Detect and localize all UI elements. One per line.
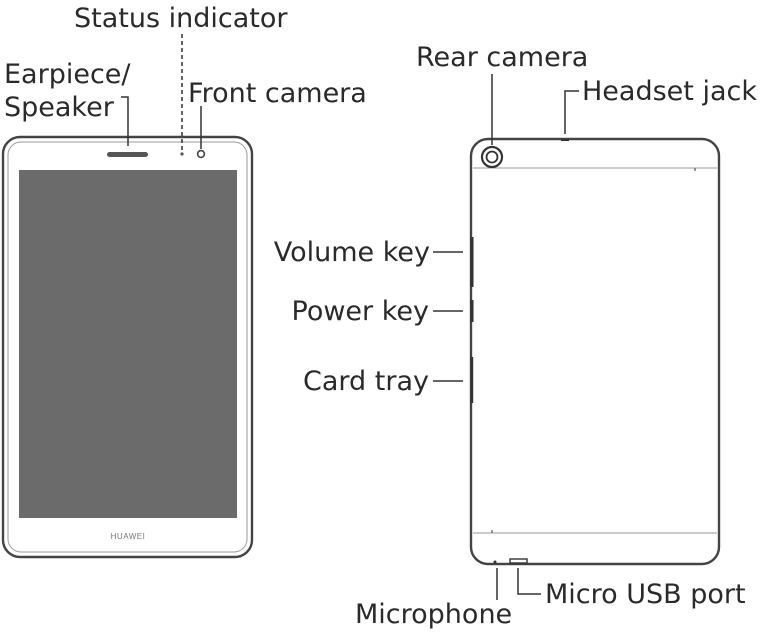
rear-view: Rear camera Headset jack Volume key Powe… [274,42,758,630]
microphone-hole [493,560,497,564]
brand-logo-text: HUAWEI [111,532,146,541]
status-indicator-dot [180,152,184,156]
rear-camera-lens [485,150,499,164]
micro-usb-label: Micro USB port [545,579,746,610]
card-tray-label: Card tray [303,366,429,397]
front-camera-label: Front camera [188,78,367,109]
micro-usb-leader [517,568,541,595]
power-key-label: Power key [292,296,430,327]
rear-camera-ring [480,145,504,169]
headset-jack-leader [564,90,579,134]
microphone-label: Microphone [355,599,512,630]
headset-jack-label: Headset jack [582,76,757,107]
earpiece-leader [121,96,129,146]
volume-key-label: Volume key [274,237,430,268]
earpiece-grille [107,152,148,157]
status-indicator-label: Status indicator [74,3,288,34]
rear-device-outline [469,137,721,566]
rear-camera-label: Rear camera [416,42,588,73]
earpiece-label-line2: Speaker [4,92,115,123]
front-screen [19,170,237,518]
micro-usb-port [509,558,528,564]
front-view: HUAWEI Status indicator Earpiece/ Speake… [1,3,367,559]
earpiece-label-line1: Earpiece/ [4,59,131,90]
front-camera-lens [196,149,206,159]
